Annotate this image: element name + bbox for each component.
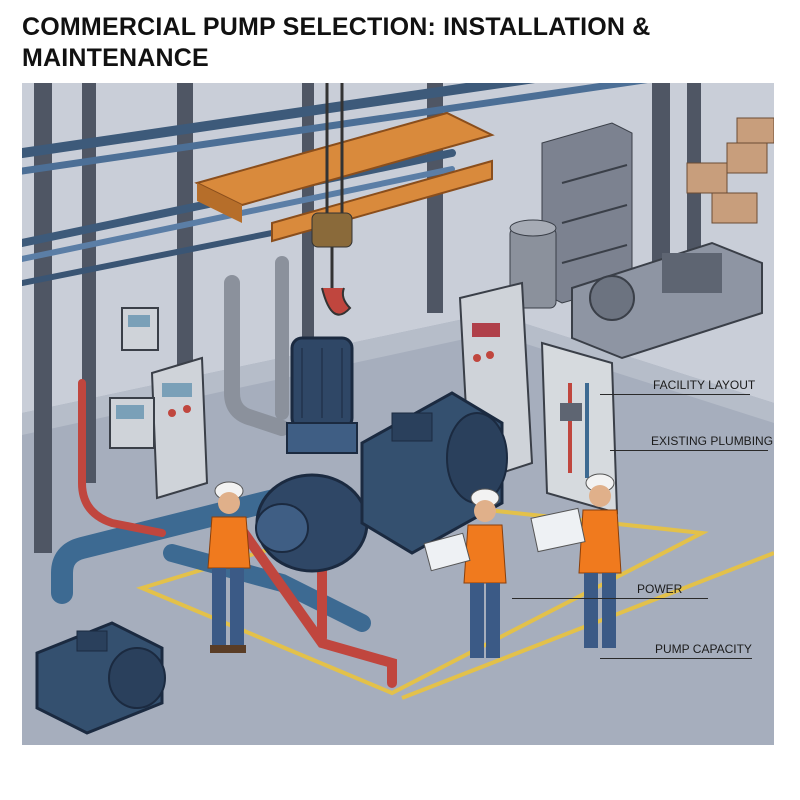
callout-line-existing-plumbing bbox=[610, 450, 768, 451]
control-cabinet-left bbox=[150, 356, 209, 500]
worker-left bbox=[207, 481, 251, 653]
callout-line-pump-capacity bbox=[600, 658, 752, 659]
callout-line-power bbox=[512, 598, 708, 599]
pump-motor bbox=[360, 391, 508, 555]
overhead-crane bbox=[194, 83, 495, 316]
small-panel bbox=[109, 397, 155, 449]
callout-line-facility-layout bbox=[600, 394, 750, 395]
main-pump bbox=[255, 336, 369, 573]
callout-existing-plumbing: EXISTING PLUMBING bbox=[651, 434, 774, 448]
cardboard-boxes bbox=[686, 117, 774, 224]
generator-unit bbox=[571, 241, 763, 360]
callout-pump-capacity: PUMP CAPACITY bbox=[655, 642, 752, 656]
callout-facility-layout: FACILITY LAYOUT bbox=[653, 378, 756, 392]
worker-right bbox=[530, 473, 622, 648]
callout-power: POWER bbox=[637, 582, 683, 596]
worker-middle bbox=[423, 488, 507, 658]
pump-room-illustration bbox=[22, 83, 774, 745]
wall-control-box bbox=[121, 307, 159, 351]
page-title: COMMERCIAL PUMP SELECTION: INSTALLATION … bbox=[22, 13, 651, 72]
small-motor bbox=[35, 621, 166, 735]
